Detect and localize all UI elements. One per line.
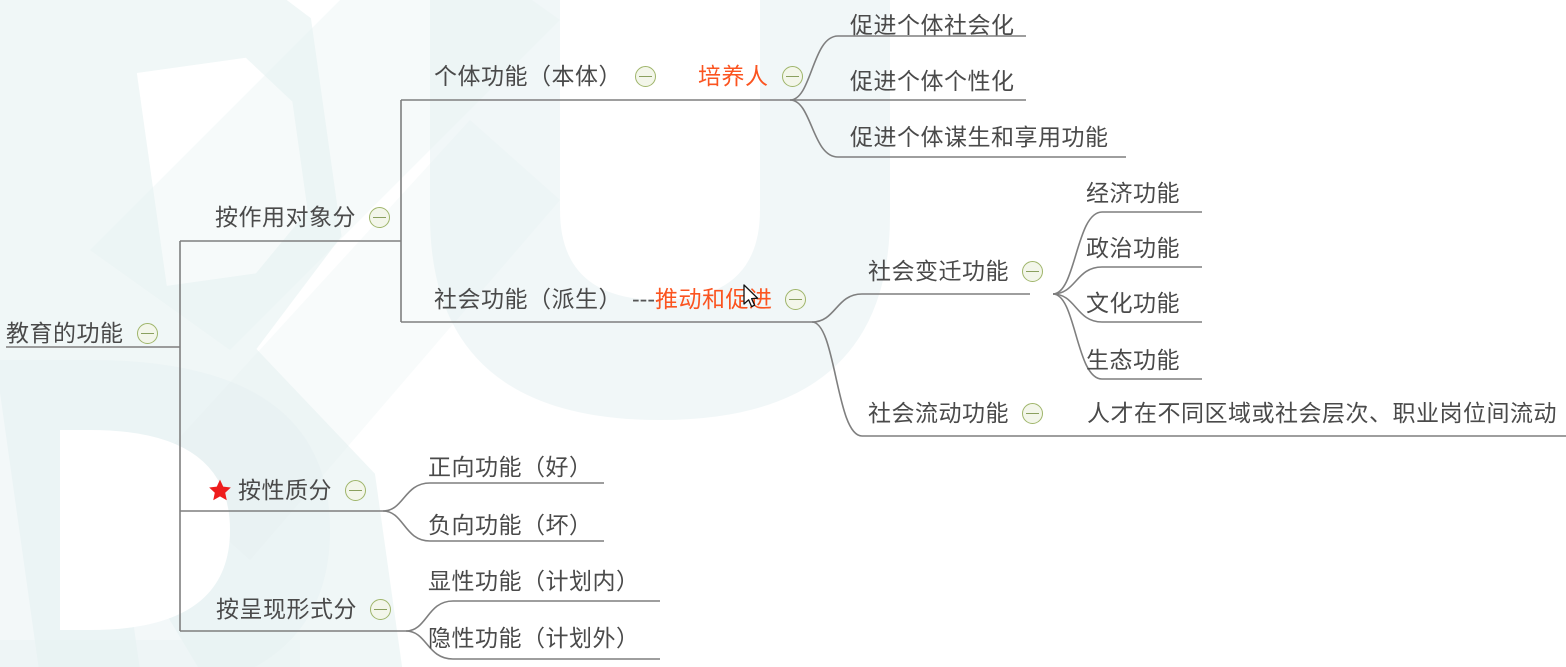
leaf-cultural-function-label: 文化功能 (1086, 290, 1180, 316)
leaf-positive-function[interactable]: 正向功能（好） (428, 456, 593, 479)
leaf-promote-individuality[interactable]: 促进个体个性化 (850, 70, 1015, 93)
collapse-toggle-branch-by-nature[interactable] (345, 480, 366, 501)
collapse-toggle-root[interactable] (136, 323, 158, 344)
collapse-toggle-cultivate-people[interactable] (781, 66, 803, 87)
collapse-toggle-branch-by-form[interactable] (370, 599, 391, 620)
leaf-manifest-function-label: 显性功能（计划内） (428, 568, 640, 594)
leaf-economic-function-label: 经济功能 (1086, 180, 1180, 206)
leaf-promote-livelihood[interactable]: 促进个体谋生和享用功能 (850, 126, 1109, 149)
node-individual-function[interactable]: 个体功能（本体） (434, 65, 656, 88)
node-branch-by-target[interactable]: 按作用对象分 (215, 206, 390, 229)
leaf-negative-function[interactable]: 负向功能（坏） (428, 514, 593, 537)
edge-branch2-child-0 (382, 482, 604, 512)
node-social-change-function-label: 社会变迁功能 (868, 258, 1009, 284)
collapse-toggle-social-mobility-function[interactable] (1022, 403, 1043, 424)
node-social-function-label: 社会功能（派生） (434, 286, 622, 312)
node-root-label: 教育的功能 (6, 320, 124, 346)
leaf-economic-function[interactable]: 经济功能 (1086, 182, 1180, 205)
leaf-promote-livelihood-label: 促进个体谋生和享用功能 (850, 124, 1109, 150)
leaf-ecological-function-label: 生态功能 (1086, 347, 1180, 373)
leaf-political-function[interactable]: 政治功能 (1086, 237, 1180, 260)
collapse-toggle-branch-by-target[interactable] (369, 207, 390, 228)
node-social-mobility-function-label: 社会流动功能 (868, 400, 1009, 426)
node-cultivate-people-label: 培养人 (698, 63, 769, 89)
node-root[interactable]: 教育的功能 (6, 322, 158, 345)
leaf-ecological-function[interactable]: 生态功能 (1086, 349, 1180, 372)
leaf-latent-function-label: 隐性功能（计划外） (428, 625, 640, 651)
collapse-toggle-social-function[interactable] (785, 289, 807, 310)
leaf-promote-socialization-label: 促进个体社会化 (850, 12, 1015, 38)
leaf-cultural-function[interactable]: 文化功能 (1086, 292, 1180, 315)
leaf-latent-function[interactable]: 隐性功能（计划外） (428, 627, 640, 650)
node-branch-by-target-label: 按作用对象分 (215, 204, 356, 230)
node-individual-function-label: 个体功能（本体） (434, 63, 622, 89)
node-social-function-accent-label: 推动和促进 (654, 286, 773, 312)
leaf-talent-flow-label: 人才在不同区域或社会层次、职业岗位间流动 (1087, 400, 1557, 426)
node-social-mobility-function[interactable]: 社会流动功能 (868, 402, 1043, 425)
leaf-positive-function-label: 正向功能（好） (428, 454, 593, 480)
collapse-toggle-social-change-function[interactable] (1022, 261, 1043, 282)
edge-social-child-change (811, 293, 1030, 323)
leaf-promote-individuality-label: 促进个体个性化 (850, 68, 1015, 94)
leaf-negative-function-label: 负向功能（坏） (428, 512, 593, 538)
node-cultivate-people[interactable]: 培养人 (698, 65, 803, 88)
leaf-promote-socialization[interactable]: 促进个体社会化 (850, 14, 1015, 37)
node-branch-by-form-label: 按呈现形式分 (216, 596, 357, 622)
leaf-talent-flow[interactable]: 人才在不同区域或社会层次、职业岗位间流动 (1087, 402, 1557, 425)
leaf-political-function-label: 政治功能 (1086, 235, 1180, 261)
red-star-icon (209, 479, 231, 501)
node-branch-by-nature[interactable]: 按性质分 (207, 478, 366, 503)
node-branch-by-nature-label: 按性质分 (238, 477, 332, 503)
node-social-function-separator: --- (632, 286, 655, 312)
collapse-toggle-individual-function[interactable] (635, 66, 656, 87)
node-social-change-function[interactable]: 社会变迁功能 (868, 260, 1043, 283)
node-branch-by-form[interactable]: 按呈现形式分 (216, 598, 391, 621)
node-social-function[interactable]: 社会功能（派生） --- 推动和促进 (434, 286, 807, 312)
leaf-manifest-function[interactable]: 显性功能（计划内） (428, 570, 640, 593)
